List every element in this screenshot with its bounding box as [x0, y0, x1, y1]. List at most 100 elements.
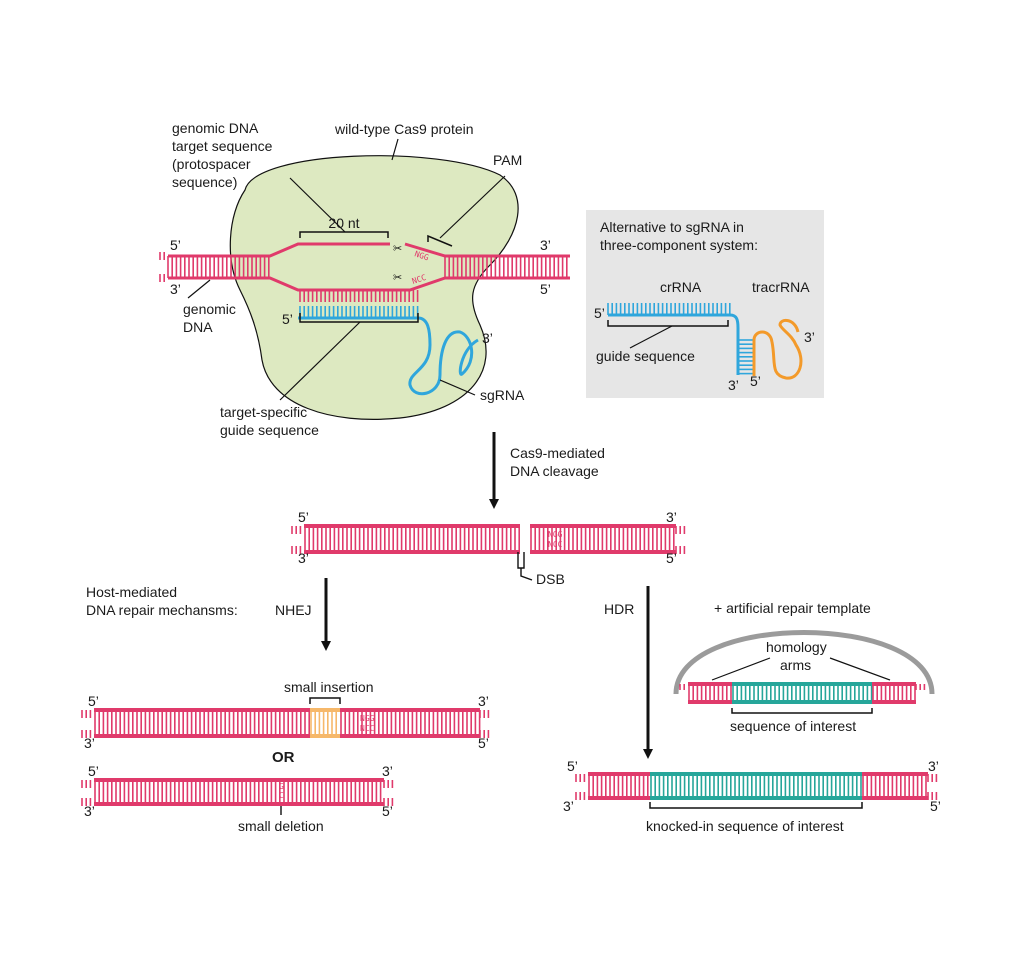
label-knocked-in: knocked-in sequence of interest — [646, 818, 844, 834]
top-5prime-left: 5’ — [170, 237, 181, 253]
scissors-icon-top: ✂ — [393, 242, 402, 255]
deletion-g: G — [279, 782, 284, 791]
deletion-c: C — [279, 791, 284, 800]
alt-tracrrna: tracrRNA — [752, 279, 810, 295]
bracket-guide — [299, 313, 419, 323]
label-nhej: NHEJ — [275, 602, 312, 618]
template-fray-l — [679, 684, 686, 690]
leader-cas9 — [391, 138, 399, 161]
dsb-bracket — [517, 552, 533, 581]
label-homology-1: homology — [766, 639, 827, 655]
cleaved-fray-lb — [291, 546, 302, 554]
leader-homology-left — [711, 657, 771, 681]
cleaved-fray-lt — [291, 526, 302, 534]
nhej1-right — [340, 708, 481, 738]
hdr-knockin-dna — [575, 772, 938, 800]
cleaved-dna — [291, 524, 686, 554]
label-host-2: DNA repair mechansms: — [86, 602, 238, 618]
nhej1-fray-rt — [479, 710, 490, 718]
nhej-deletion-dna — [81, 778, 394, 806]
label-genomic-dna-1: genomic — [183, 301, 236, 317]
bracket-pam — [427, 234, 453, 247]
leader-homology-right — [829, 657, 891, 681]
label-host-1: Host-mediated — [86, 584, 177, 600]
label-20nt: 20 nt — [328, 215, 359, 231]
sgrna-3prime: 3’ — [482, 330, 493, 346]
nhej1-fray-rb — [479, 730, 490, 738]
leader-genomic-dna — [187, 279, 211, 299]
alt-tracrrna-strand — [738, 318, 803, 380]
hdr-arm-left — [588, 772, 650, 800]
hdr-fray-rb — [927, 792, 938, 800]
label-homology-2: arms — [780, 657, 811, 673]
nhej2-duplex — [94, 778, 384, 806]
pam-ncc-top: NCC — [411, 273, 428, 286]
cleaved-ngg: NGG — [548, 530, 563, 539]
nhej-ngg: NGG — [360, 714, 375, 723]
alt-3prime-crrna: 3’ — [728, 377, 739, 393]
leader-genomic-target — [289, 177, 346, 233]
hdr-cargo — [650, 772, 862, 800]
hdr-fray-rt — [927, 774, 938, 782]
nhej2-fray-rb — [383, 798, 394, 806]
nhej1-3prime-right: 3’ — [478, 693, 489, 709]
label-small-insertion: small insertion — [284, 679, 373, 695]
nhej1-3prime-left: 3’ — [84, 735, 95, 751]
guide-5prime: 5’ — [282, 311, 293, 327]
bracket-20nt — [299, 231, 389, 238]
label-genomic-target-1: genomic DNA — [172, 120, 259, 136]
cleaved-3prime-right: 3’ — [666, 509, 677, 525]
alt-title-1: Alternative to sgRNA in — [600, 219, 744, 235]
nhej2-3prime-left: 3’ — [84, 803, 95, 819]
hdr-3prime-right: 3’ — [928, 758, 939, 774]
alt-5prime-left: 5’ — [594, 305, 605, 321]
top-3prime-left: 3’ — [170, 281, 181, 297]
nhej1-insertion — [310, 708, 340, 738]
label-hdr: HDR — [604, 601, 634, 617]
nhej1-fray-lb — [81, 730, 92, 738]
label-genomic-target-4: sequence) — [172, 174, 237, 190]
repair-template-dna — [679, 682, 926, 704]
nhej2-3prime-right: 3’ — [382, 763, 393, 779]
top-dna-rungs-left — [167, 256, 270, 278]
top-dna-fray-left-top — [159, 252, 165, 260]
nhej-ncc: NCC — [360, 724, 375, 733]
hdr-arm-right — [862, 772, 928, 800]
alt-5prime-tracr: 5’ — [750, 373, 761, 389]
crrna-tracr-pairing — [738, 339, 754, 375]
target-strand-rungs — [299, 290, 419, 302]
label-genomic-target-2: target sequence — [172, 138, 273, 154]
label-genomic-dna-2: DNA — [183, 319, 213, 335]
nhej2-5prime-left: 5’ — [88, 763, 99, 779]
alt-crrna: crRNA — [660, 279, 702, 295]
nhej1-fray-lt — [81, 710, 92, 718]
template-arm-right — [872, 682, 916, 704]
cas9-protein-blob — [229, 155, 519, 420]
nhej2-fray-lt — [81, 780, 92, 788]
top-dna-rungs-right — [444, 256, 568, 278]
label-dsb: DSB — [536, 571, 565, 587]
alt-guide-leader — [629, 325, 673, 349]
label-target-guide-1: target-specific — [220, 404, 307, 420]
alt-crrna-strand — [607, 303, 740, 375]
scissors-icon-bottom: ✂ — [393, 271, 402, 284]
label-template: + artificial repair template — [714, 600, 871, 616]
label-target-guide-2: guide sequence — [220, 422, 319, 438]
template-cargo — [732, 682, 873, 704]
label-cas9: wild-type Cas9 protein — [334, 121, 474, 137]
nhej1-left — [94, 708, 311, 738]
label-sgrna: sgRNA — [480, 387, 525, 403]
hdr-5prime-right: 5’ — [930, 798, 941, 814]
top-3prime-right: 3’ — [540, 237, 551, 253]
cleaved-left-duplex — [304, 524, 521, 554]
template-fray-r — [915, 684, 926, 690]
cleaved-ncc: NCC — [548, 540, 563, 549]
cleaved-fray-rt — [675, 526, 686, 534]
alt-guide-bracket — [607, 320, 729, 327]
hdr-5prime-left: 5’ — [567, 758, 578, 774]
label-genomic-target-3: (protospacer — [172, 156, 251, 172]
guide-rungs — [299, 306, 419, 318]
label-cleavage-1: Cas9-mediated — [510, 445, 605, 461]
hdr-fray-lt — [575, 774, 586, 782]
